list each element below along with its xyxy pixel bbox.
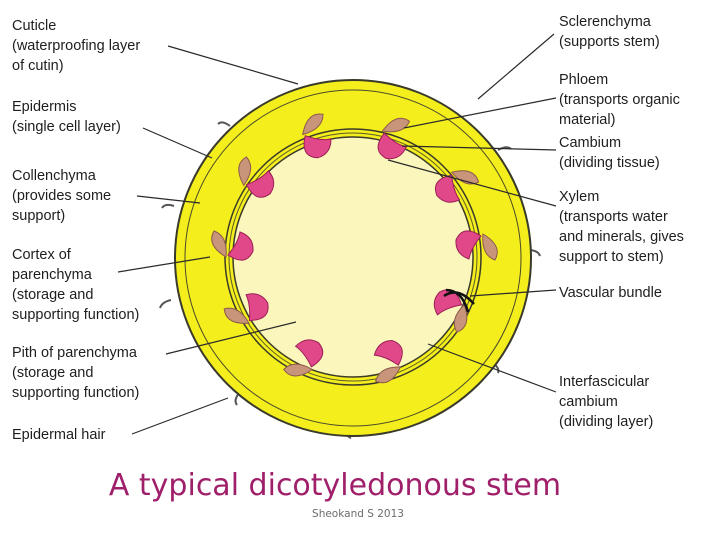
author-credit: Sheokand S 2013 xyxy=(312,508,404,520)
label-epidermis: Epidermis (single cell layer) xyxy=(12,99,121,135)
label-cuticle: Cuticle (waterproofing layer of cutin) xyxy=(12,18,141,74)
leader-lines xyxy=(117,33,557,435)
label-cambium: Cambium (dividing tissue) xyxy=(559,135,660,171)
diagram-caption: A typical dicotyledonous stem xyxy=(108,468,562,503)
label-pith: Pith of parenchyma (storage and supporti… xyxy=(12,345,140,401)
label-vascular-bundle: Vascular bundle xyxy=(559,285,662,301)
label-sclerenchyma: Sclerenchyma (supports stem) xyxy=(559,14,660,50)
label-collenchyma: Collenchyma (provides some support) xyxy=(12,168,112,224)
stem-cross-section-diagram xyxy=(117,33,557,439)
interfascicular-cambium-ring xyxy=(228,132,478,382)
label-phloem: Phloem (transports organic material) xyxy=(559,72,680,128)
cortex-boundary xyxy=(184,89,522,427)
bundle-brace-mark xyxy=(443,288,475,313)
label-xylem: Xylem (transports water and minerals, gi… xyxy=(559,189,684,265)
label-epidermal-hair: Epidermal hair xyxy=(12,427,106,443)
label-interfascicular-cambium: Interfascicular cambium (dividing layer) xyxy=(559,374,654,430)
label-cortex: Cortex of parenchyma (storage and suppor… xyxy=(12,247,140,323)
